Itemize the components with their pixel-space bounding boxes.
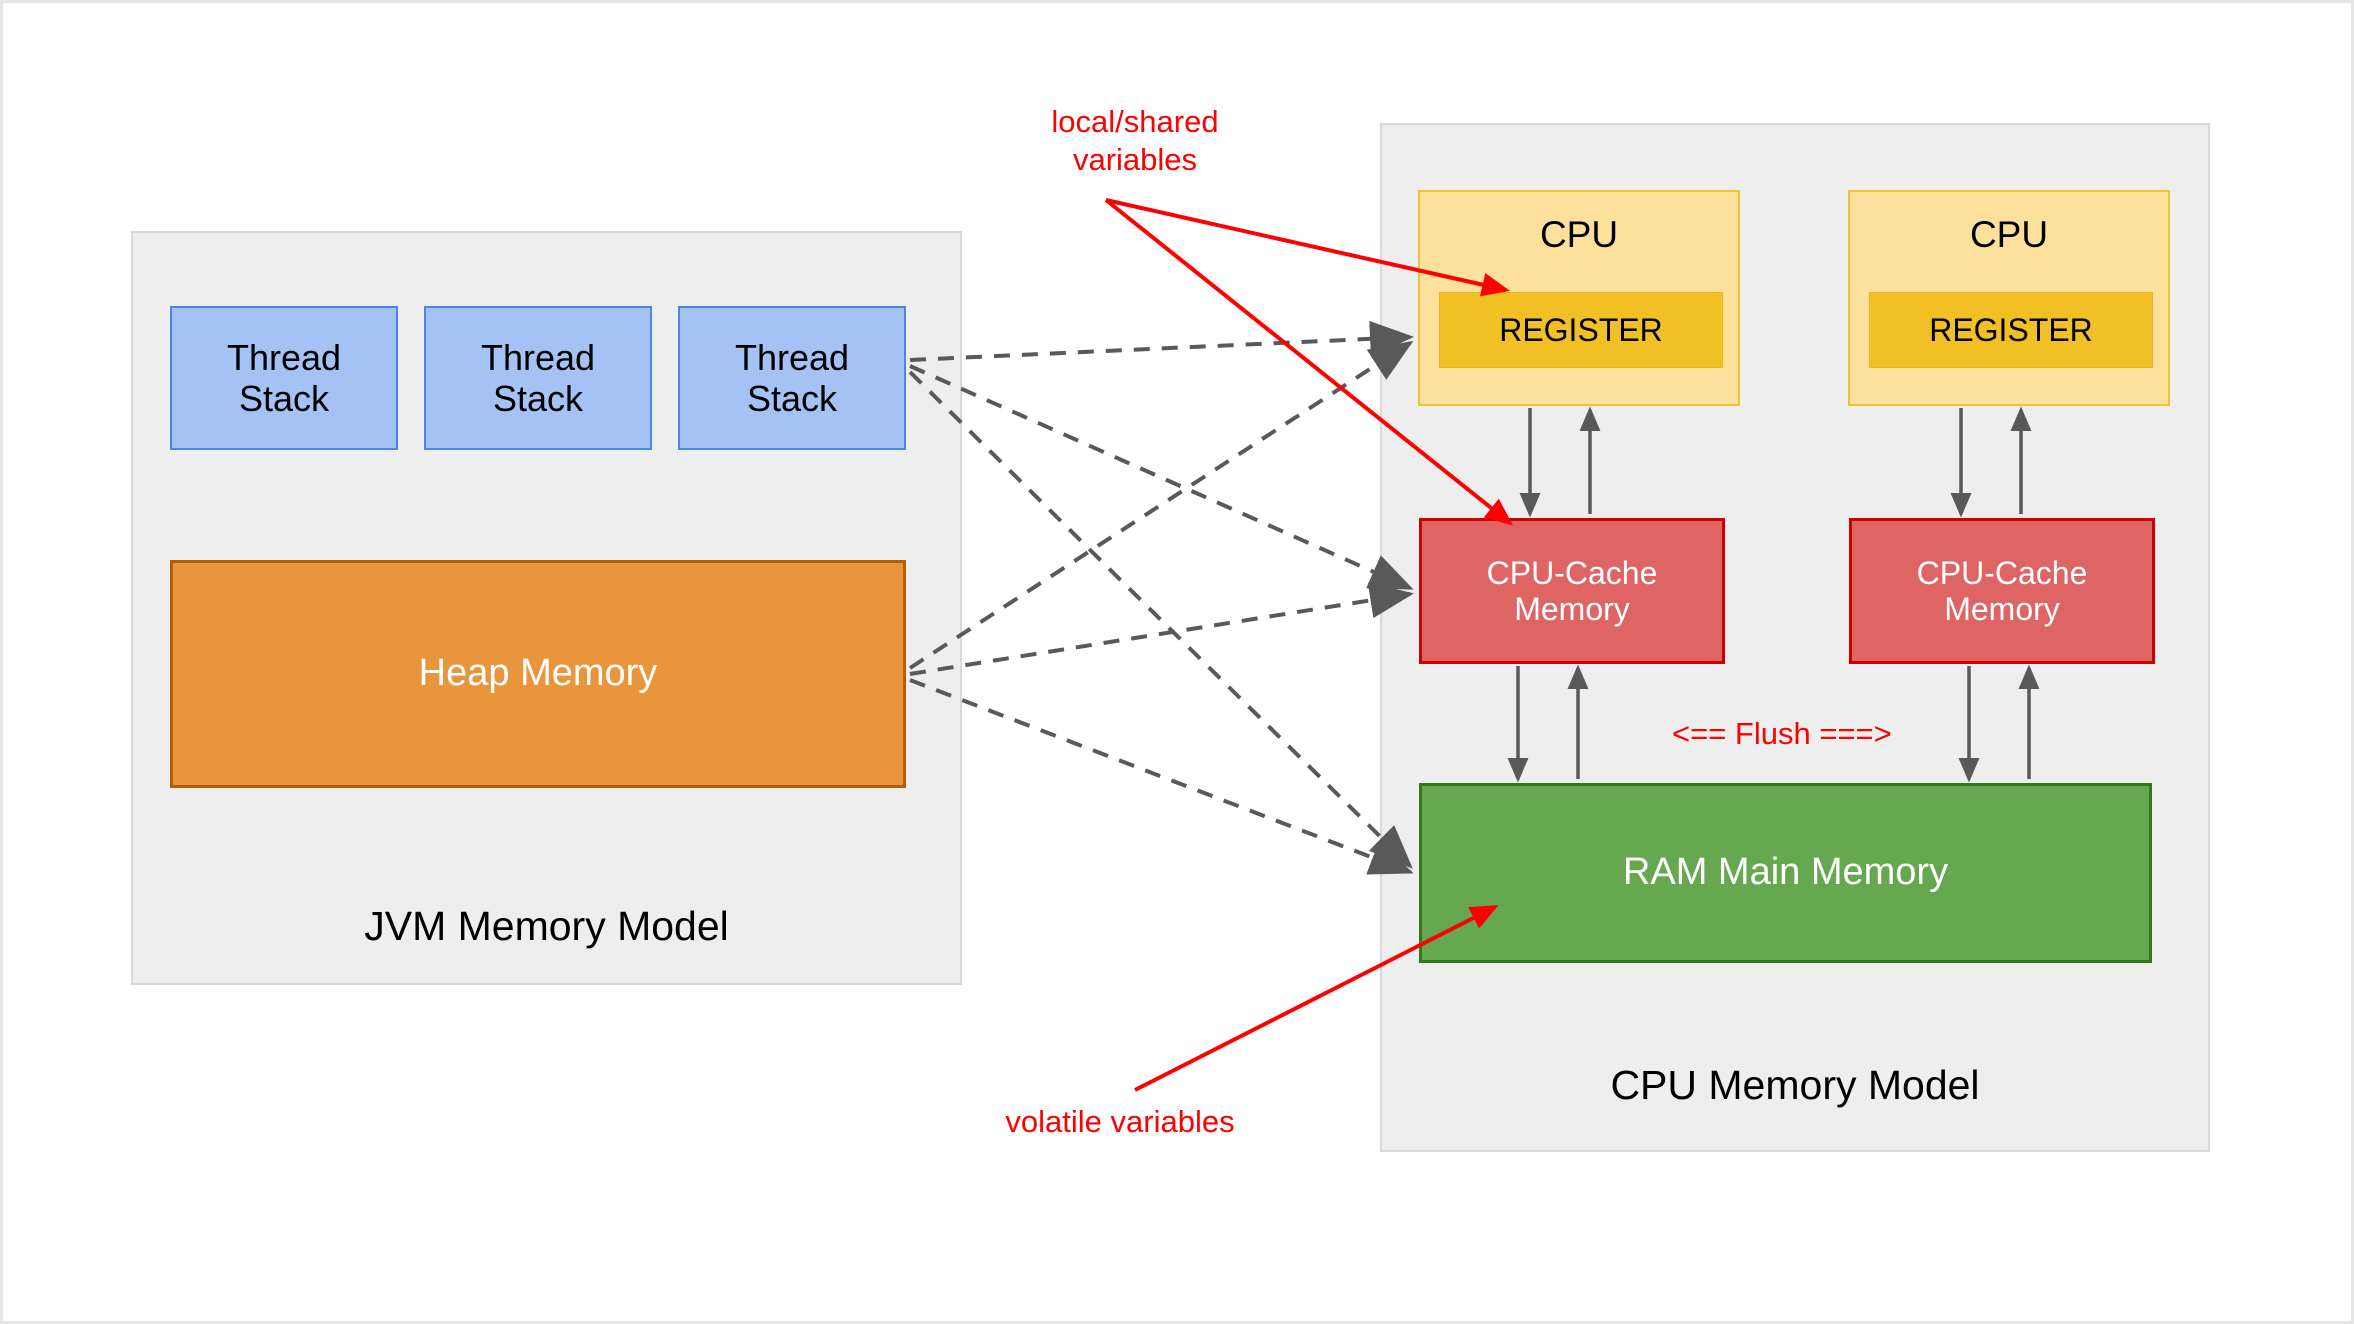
register-box-2[interactable]: REGISTER: [1869, 292, 2153, 368]
cpu-memory-model-label: CPU Memory Model: [1610, 1062, 1980, 1108]
jvm-memory-model-label: JVM Memory Model: [364, 903, 729, 949]
thread-stack-box-1[interactable]: Thread Stack: [170, 306, 398, 450]
cpu-cache-memory-box-1[interactable]: CPU-Cache Memory: [1419, 518, 1725, 664]
cpu-cache-memory-box-2[interactable]: CPU-Cache Memory: [1849, 518, 2155, 664]
register-box-1[interactable]: REGISTER: [1439, 292, 1723, 368]
cpu-core-title-2: CPU: [1969, 214, 2049, 255]
flush-label: <== Flush ===>: [1672, 716, 1892, 751]
cpu-core-box-1[interactable]: CPU REGISTER: [1418, 190, 1740, 406]
volatile-variables-label: volatile variables: [1005, 1104, 1235, 1139]
connector-thread-to-register: [909, 320, 1414, 362]
connector-heap-to-ram: [909, 678, 1414, 875]
cpu-core-box-2[interactable]: CPU REGISTER: [1848, 190, 2170, 406]
connector-heap-to-register: [908, 340, 1414, 670]
cpu-core-title-1: CPU: [1539, 214, 1619, 255]
connector-heap-to-cache: [909, 582, 1414, 676]
local-shared-variables-label: local/shared variables: [1051, 104, 1219, 177]
connector-thread-to-ram: [908, 370, 1413, 869]
heap-memory-box[interactable]: Heap Memory: [170, 560, 906, 788]
ram-main-memory-box[interactable]: RAM Main Memory: [1419, 783, 2152, 963]
jvm-cpu-dashed-connectors: [908, 320, 1414, 875]
thread-stack-box-2[interactable]: Thread Stack: [424, 306, 652, 450]
thread-stack-box-3[interactable]: Thread Stack: [678, 306, 906, 450]
connector-thread-to-cache: [909, 364, 1414, 590]
